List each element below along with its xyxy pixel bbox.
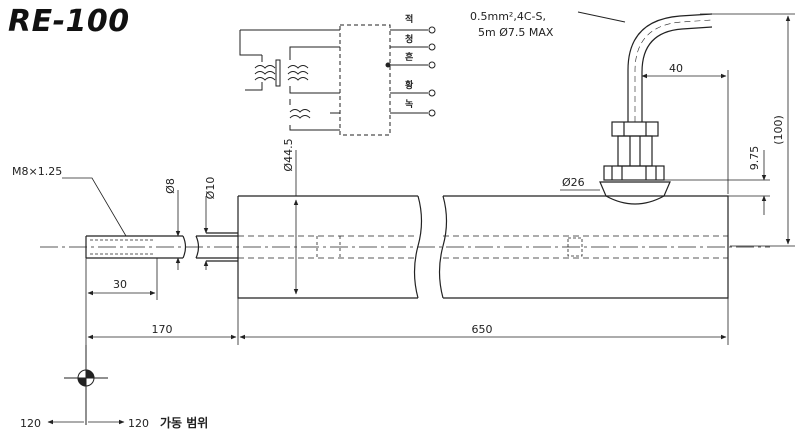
dim-thread-length: 30 — [113, 278, 127, 291]
cable-spec-line2: 5m Ø7.5 MAX — [478, 26, 554, 39]
dim-rod-length: 170 — [152, 323, 173, 336]
cable-spec-line1: 0.5mm²,4C-S, — [470, 10, 546, 23]
dim-rod-dia: Ø8 — [164, 178, 177, 194]
cable — [627, 13, 713, 122]
wiring-schematic — [239, 24, 436, 136]
dim-head-height: (100) — [772, 115, 785, 145]
pivot-symbol — [64, 345, 108, 425]
dim-body-length: 650 — [472, 323, 493, 336]
wire-color-green: 녹 — [405, 99, 413, 110]
range-right-value: 120 — [128, 417, 149, 430]
cable-leader — [577, 11, 626, 23]
dim-cable-offset: 40 — [669, 62, 683, 75]
wire-color-red: 적 — [405, 13, 413, 25]
dim-neck-dia: Ø10 — [204, 177, 217, 200]
range-left-value: 120 — [20, 417, 41, 430]
wire-color-white: 흔 — [405, 51, 413, 63]
model-title: RE-100 — [8, 4, 130, 39]
dim-gland-offset: 9.75 — [748, 146, 761, 171]
dimension-lines — [62, 13, 795, 345]
dim-thread: M8×1.25 — [12, 165, 62, 178]
dim-gland-dia: Ø26 — [562, 176, 585, 189]
range-label: 가동 범위 — [160, 415, 208, 430]
cable-gland — [599, 121, 671, 205]
dim-body-dia: Ø44.5 — [282, 138, 295, 171]
wire-color-yellow: 황 — [405, 79, 414, 91]
wire-color-blue: 청 — [405, 33, 413, 45]
